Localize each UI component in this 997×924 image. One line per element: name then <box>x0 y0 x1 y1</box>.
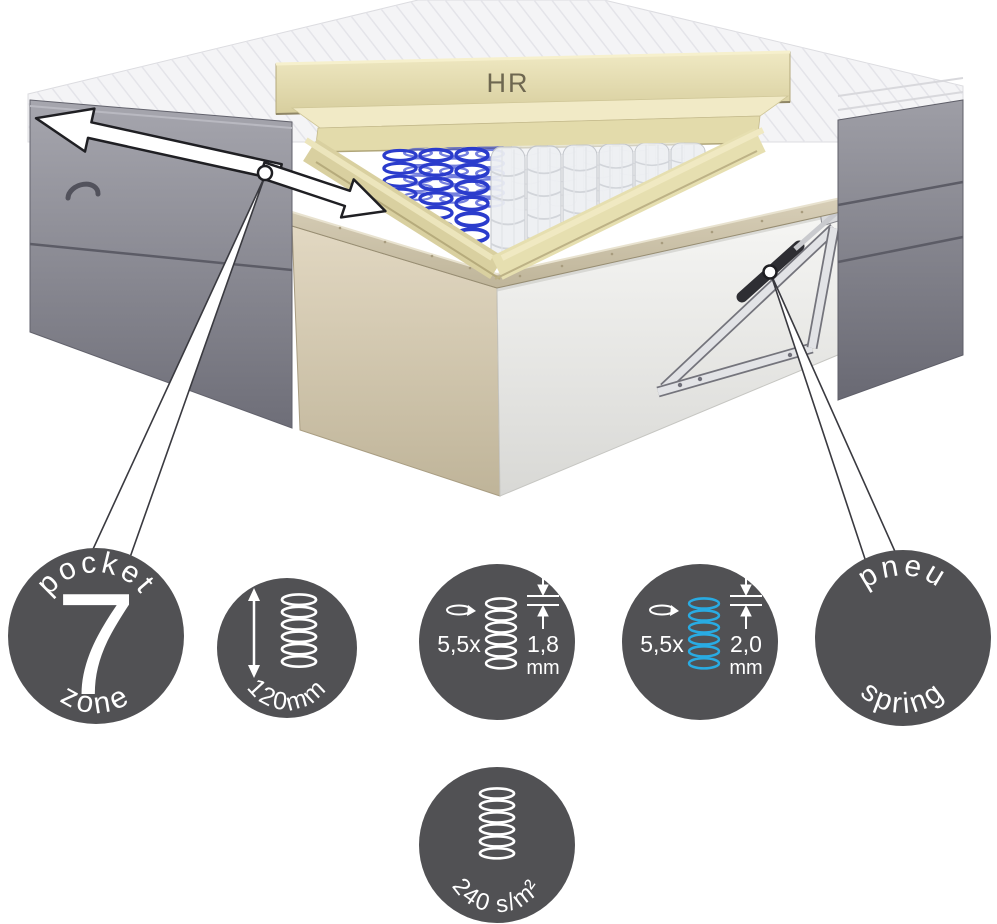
handle-loop-icon <box>65 181 101 201</box>
panel-seam <box>837 180 964 207</box>
board-speckles <box>338 210 804 278</box>
foam-rails <box>303 127 766 280</box>
badge-circle <box>217 578 357 718</box>
coil-turns-label: 5,5x <box>640 631 684 657</box>
badge-coil-reinforced: 5,5x 2,0 mm <box>622 564 778 720</box>
coil-turns-label: 5,5x <box>437 631 481 657</box>
arrow-right-icon <box>258 161 387 219</box>
base-cavity <box>291 209 851 497</box>
badge-spring-height: 120mm <box>217 578 357 718</box>
base-left-panel <box>29 99 293 429</box>
badge-spring-density: 240 s/m² <box>419 767 575 923</box>
badge-circle <box>815 550 991 726</box>
mattress-border-seam <box>837 77 964 97</box>
badge-coil-standard: 5,5x 1,8 mm <box>419 564 575 720</box>
panel-seam <box>29 242 293 272</box>
panel-seam <box>837 235 964 264</box>
badge-pocket-zone-count: 7 <box>56 563 137 725</box>
joint-dot <box>256 164 274 182</box>
base-right-panel <box>837 99 964 401</box>
hr-foam-layer: HR <box>275 50 791 115</box>
mattress-illustration: HR <box>27 0 964 564</box>
lift-arm-long <box>660 223 838 393</box>
arrow-left-icon <box>34 107 283 182</box>
double-arrow-icon <box>248 588 260 678</box>
wire-thickness-value: 2,0 <box>730 631 762 657</box>
lift-bar-rear <box>806 227 840 349</box>
lift-bar-floor <box>656 342 814 398</box>
badge-pneu-spring: pneu spring <box>815 549 991 726</box>
annotation-arrows <box>34 107 899 564</box>
badge-circle <box>419 564 575 720</box>
hr-label: HR <box>487 68 530 98</box>
badge-pocket-zone: pocket 7 zone <box>8 546 184 725</box>
badge-circle <box>622 564 778 720</box>
badge-circle <box>419 767 575 923</box>
wire-thickness-value: 1,8 <box>527 631 559 657</box>
wire-thickness-unit: mm <box>729 657 762 679</box>
joint-dot <box>762 264 778 280</box>
wire-thickness-unit: mm <box>526 657 559 679</box>
badge-circle <box>8 548 184 724</box>
mattress-border-seam <box>837 91 964 111</box>
